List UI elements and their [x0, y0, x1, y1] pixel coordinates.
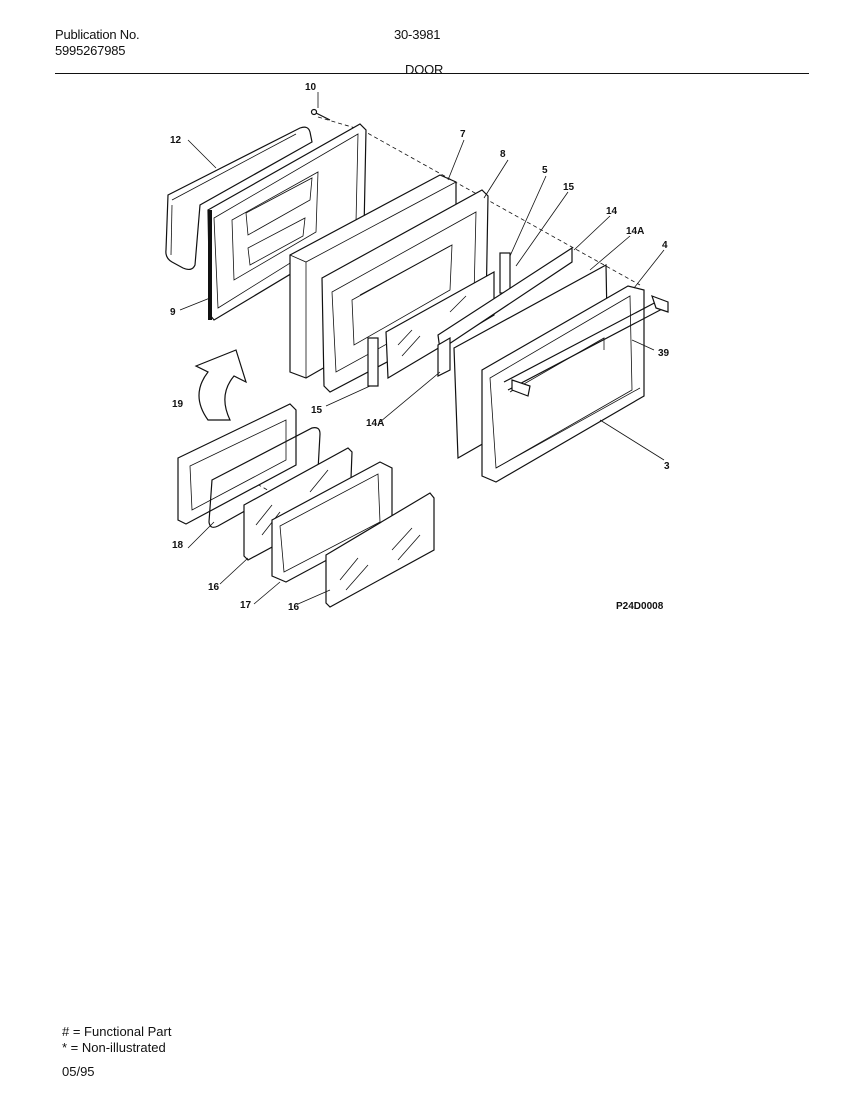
document-number: 30-3981 — [394, 27, 441, 42]
callout-39: 39 — [658, 348, 670, 359]
publication-number: 5995267985 — [55, 43, 126, 58]
callout-7: 7 — [460, 129, 466, 140]
part-gasket-12 — [165, 126, 313, 271]
part-window-frame-19 — [177, 403, 297, 525]
callout-5: 5 — [542, 165, 548, 176]
callout-3: 3 — [664, 461, 670, 472]
part-glass-5 — [385, 270, 495, 380]
callout-14a-lower: 14A — [366, 418, 384, 429]
legend-functional-part: # = Functional Part — [62, 1024, 172, 1039]
footer-date: 05/95 — [62, 1064, 95, 1079]
assembly-arrow — [194, 349, 247, 421]
drawing-code: P24D0008 — [616, 601, 664, 612]
legend: # = Functional Part * = Non-illustrated — [62, 1024, 171, 1056]
part-screw-10 — [310, 108, 331, 121]
header-rule — [55, 73, 809, 74]
publication-label: Publication No. — [55, 27, 140, 42]
callout-14a-upper: 14A — [626, 226, 644, 237]
callout-15-upper: 15 — [563, 182, 575, 193]
callout-14: 14 — [606, 206, 618, 217]
leader-lines — [179, 92, 665, 605]
callout-16-upper: 16 — [208, 582, 220, 593]
callout-16-lower: 16 — [288, 602, 300, 613]
callout-18: 18 — [172, 540, 184, 551]
callout-17: 17 — [240, 600, 252, 611]
callout-9: 9 — [170, 307, 176, 318]
legend-non-illustrated: * = Non-illustrated — [62, 1040, 166, 1055]
callout-10: 10 — [305, 82, 317, 93]
callout-4: 4 — [662, 240, 668, 251]
callout-labels: 10 12 7 8 5 15 14 14A 4 39 9 15 14A 3 19… — [170, 82, 670, 613]
callout-8: 8 — [500, 149, 506, 160]
callout-12: 12 — [170, 135, 182, 146]
part-insulation-14 — [437, 246, 573, 377]
callout-15-lower: 15 — [311, 405, 323, 416]
part-outer-door-3 — [481, 285, 669, 483]
part-glass-16b — [325, 492, 435, 608]
callout-19: 19 — [172, 399, 184, 410]
